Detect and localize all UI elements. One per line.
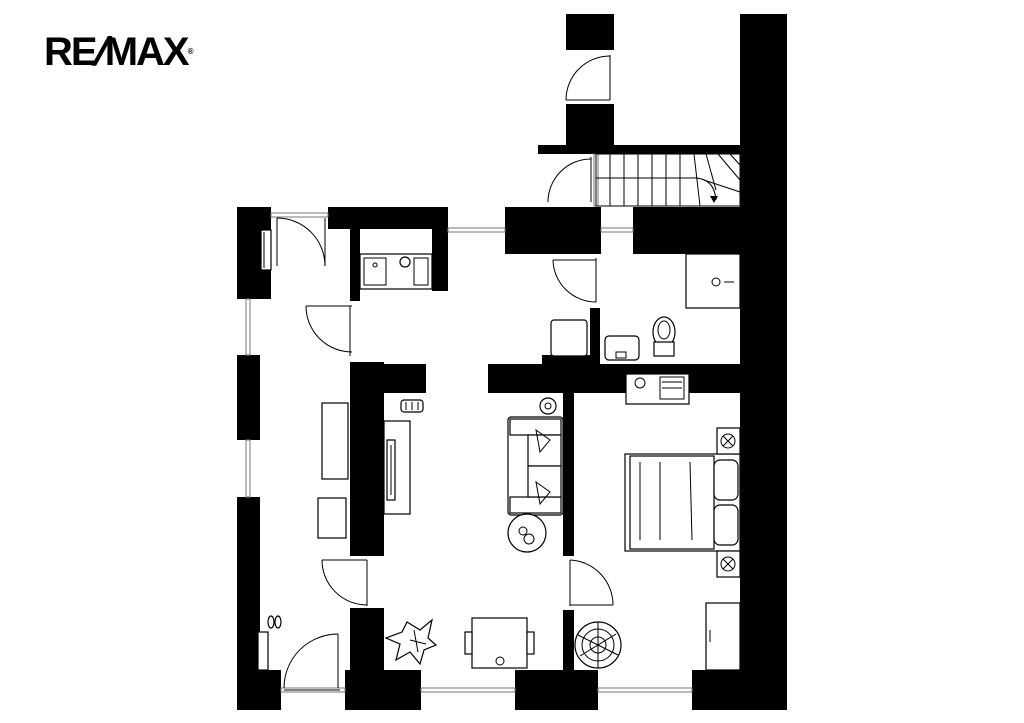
window-north-1	[447, 227, 506, 233]
hall-stool	[317, 497, 347, 539]
shoe-cabinet	[260, 229, 272, 271]
washbasin-icon	[604, 335, 640, 361]
window-south-3	[597, 687, 693, 693]
hall-inner-wall	[350, 362, 384, 556]
sofa-icon	[507, 416, 564, 516]
shower-icon	[685, 253, 741, 309]
remax-logo: RE/MAX®	[44, 30, 194, 74]
bath-wall-ledge	[542, 355, 600, 367]
bedroom-wall-west-1	[563, 393, 574, 556]
kitchen-counter	[359, 253, 433, 290]
bedroom-wall-west-2	[563, 610, 574, 710]
exterior-wall-east	[740, 14, 787, 710]
south-wall-3	[692, 670, 740, 710]
trademark-mark: ®	[187, 47, 194, 56]
nightstand-icon	[716, 550, 741, 578]
washing-machine-icon	[625, 373, 690, 405]
upper-wall-block-1	[566, 14, 614, 50]
exterior-wall-west-1	[237, 355, 260, 440]
door-swing-icon	[276, 217, 326, 267]
shoes-icon	[257, 615, 282, 671]
south-wall-2	[515, 670, 598, 710]
coffee-table-icon	[507, 513, 547, 553]
south-wall-1	[345, 670, 421, 710]
stair-arrow-icon	[710, 196, 718, 203]
doors	[276, 55, 614, 691]
armchair-icon	[550, 319, 588, 357]
nightstand-icon	[716, 427, 741, 455]
window-north-2	[600, 227, 634, 233]
bath-partition	[590, 308, 600, 364]
floor-lamp-icon	[539, 397, 557, 415]
door-swing-icon	[565, 55, 611, 101]
exterior-wall-west-2	[237, 497, 260, 710]
tv-unit-icon	[383, 420, 411, 515]
staircase	[595, 153, 741, 207]
dining-table-icon	[464, 617, 535, 669]
window-west-2	[245, 439, 251, 498]
stair-treads	[596, 153, 741, 207]
window-west-1	[245, 298, 251, 356]
plant-icon	[574, 621, 622, 669]
door-swing-icon	[552, 258, 597, 303]
plant-icon	[384, 618, 438, 666]
chair-icon	[526, 631, 535, 655]
toilet-icon	[652, 316, 676, 357]
side-table-icon	[400, 399, 424, 413]
double-bed-icon	[624, 453, 741, 552]
door-swing-icon	[283, 633, 340, 691]
walls	[237, 14, 787, 710]
door-swing-icon	[569, 559, 614, 606]
hall-bench	[321, 402, 349, 480]
exterior-wall-north-3	[633, 207, 740, 254]
chair-icon	[464, 631, 473, 655]
kitchen-wall-left	[350, 229, 360, 301]
tap-icon	[399, 256, 411, 268]
hall-wall-top	[350, 364, 426, 393]
door-swing-icon	[547, 157, 592, 203]
wardrobe-icon	[705, 602, 741, 671]
stove-icon	[413, 257, 429, 286]
remax-wordmark: RE/MAX	[44, 30, 190, 74]
stair-landing-wall	[538, 145, 740, 154]
upper-wall-block-2	[566, 104, 614, 148]
exterior-wall-north-1	[328, 207, 448, 229]
window-entrance	[270, 212, 329, 218]
door-swing-icon	[321, 559, 368, 606]
bath-bedroom-wall	[488, 364, 740, 393]
window-south-2	[420, 687, 516, 693]
exterior-wall-north-2	[505, 207, 601, 254]
kitchen-wall-right	[432, 229, 448, 291]
door-swing-icon	[305, 305, 353, 356]
kitchen-sink-icon	[363, 257, 387, 286]
exterior-wall-sw	[237, 670, 281, 710]
